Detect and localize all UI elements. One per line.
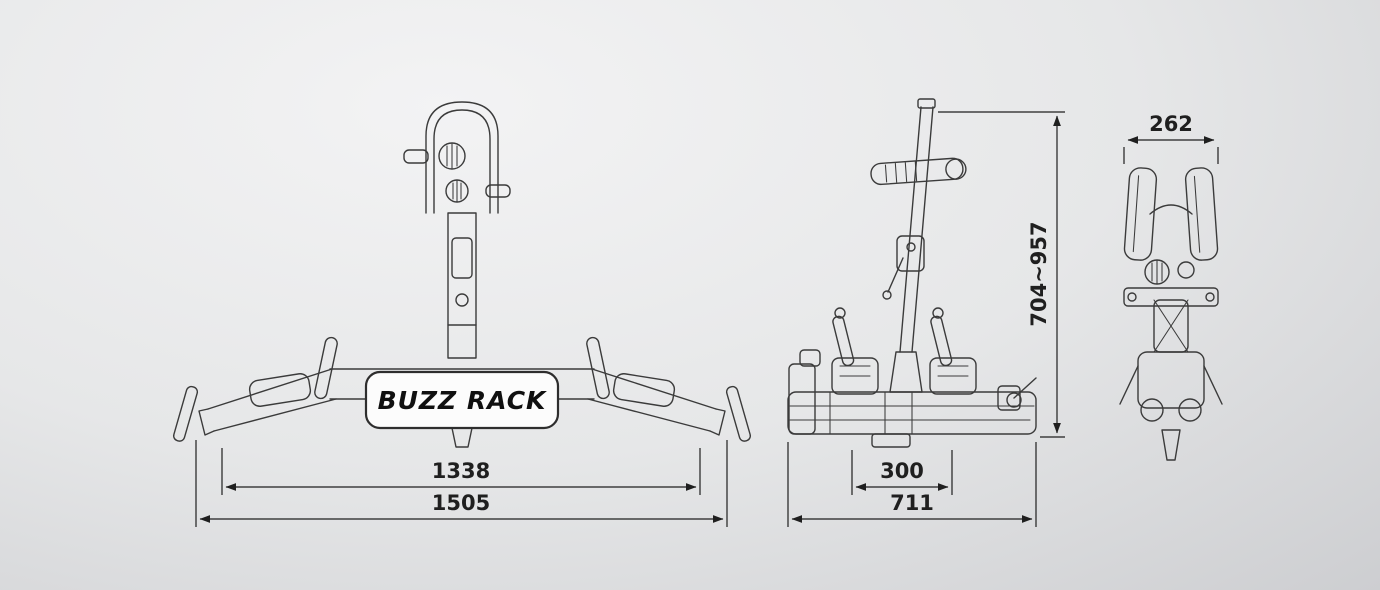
dim-label-front-overall: 1505 — [432, 491, 490, 515]
wheel-cradle-rear — [929, 307, 977, 395]
tray-left — [1123, 167, 1158, 261]
tray-right — [1184, 167, 1219, 261]
end-plate — [788, 349, 821, 435]
column-top — [1153, 299, 1189, 353]
dimension-annotations: 1338 1505 300 711 704~957 262 — [195, 111, 1219, 527]
mast-base — [889, 351, 923, 393]
tray-link — [1149, 204, 1193, 215]
lower-carriage — [1119, 351, 1223, 461]
crossbar — [1123, 287, 1219, 307]
dimension-top-overall: 262 — [1127, 112, 1215, 144]
wheel-cradle-front — [831, 307, 879, 395]
brand-plate-outline — [364, 370, 560, 430]
dim-label-tray-spacing: 300 — [880, 459, 924, 483]
brand-plate: BUZZ RACK — [364, 370, 560, 430]
strap-rod-inner-right — [586, 336, 610, 400]
dimension-height-range: 704~957 — [1027, 115, 1061, 434]
dimension-tray-spacing: 300 — [855, 459, 949, 491]
brand-label: BUZZ RACK — [378, 386, 547, 415]
handle-grip — [870, 157, 967, 186]
knob-small — [1177, 261, 1195, 279]
center-column — [447, 212, 477, 359]
dim-label-side-overall: 711 — [890, 491, 934, 515]
strap-rod-outer-right — [725, 385, 752, 442]
dimension-side-overall: 711 — [791, 491, 1033, 523]
tilt-joint — [882, 235, 925, 300]
side-view — [787, 98, 1037, 448]
dim-label-front-inner: 1338 — [432, 459, 490, 483]
release-lever — [997, 377, 1037, 411]
knob-large — [1144, 259, 1170, 285]
dimension-front-inner: 1338 — [225, 459, 697, 491]
handle-loop — [425, 101, 499, 214]
platform — [787, 391, 1037, 435]
hitch-stub — [451, 427, 473, 448]
top-view — [1119, 167, 1223, 461]
strap-rod-outer-left — [172, 385, 199, 442]
extension-lines — [195, 111, 1219, 527]
platform-foot — [871, 433, 911, 448]
strap-rod-inner-left — [314, 336, 338, 400]
mast — [899, 98, 936, 353]
wheel-clamp-right — [612, 373, 676, 407]
dim-label-top-overall: 262 — [1149, 112, 1193, 136]
clamp-knobs — [403, 142, 511, 203]
wheel-clamp-left — [248, 373, 312, 407]
dimension-front-overall: 1505 — [199, 491, 724, 523]
dim-label-height-range: 704~957 — [1027, 221, 1051, 326]
